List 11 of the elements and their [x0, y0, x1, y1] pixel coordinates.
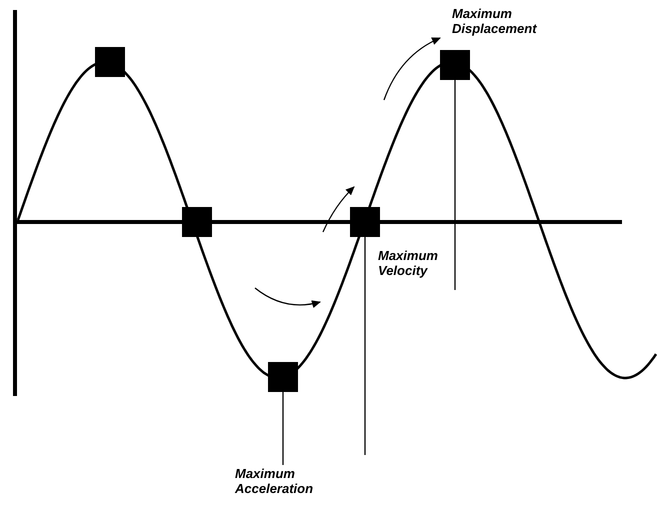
marker-square	[440, 50, 470, 80]
leader-line	[454, 80, 456, 290]
callout-label: Maximum Acceleration	[235, 466, 345, 496]
marker-square	[268, 362, 298, 392]
callout-label: Maximum Velocity	[378, 248, 439, 278]
leader-line	[282, 392, 284, 465]
marker-square	[182, 207, 212, 237]
callout-label: Maximum Displacement	[452, 6, 538, 36]
marker-square	[95, 47, 125, 77]
marker-square	[350, 207, 380, 237]
leader-line	[364, 237, 366, 455]
